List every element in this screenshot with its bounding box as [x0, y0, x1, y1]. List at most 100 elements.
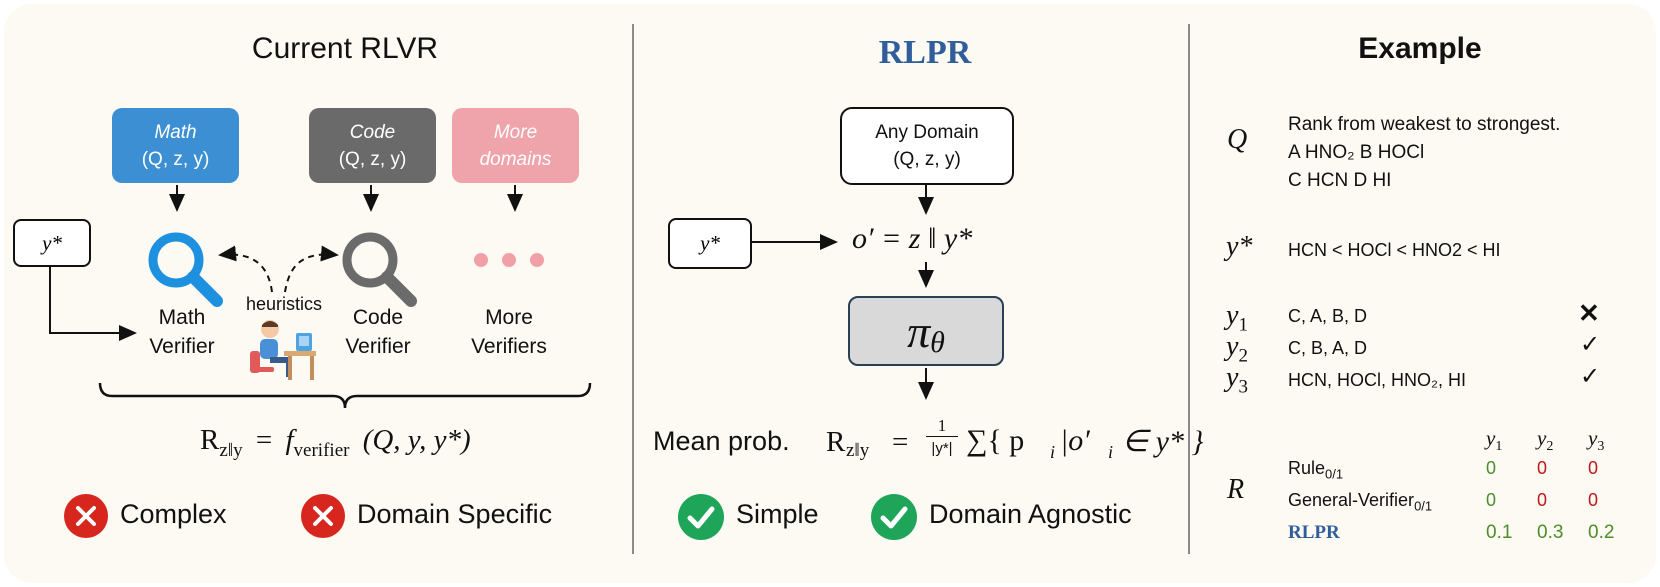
row-gv-sub: 0/1 — [1414, 498, 1433, 514]
y3-sub: 3 — [1238, 376, 1248, 398]
mid-formula-R-sub: z‖y — [846, 440, 870, 461]
rule-y3-value: 0 — [1588, 458, 1599, 478]
any-domain-box: Any Domain (Q, z, y) — [840, 107, 1014, 185]
more-ellipsis-icon — [474, 253, 544, 267]
gv-y2-value: 0 — [1537, 490, 1548, 510]
bottom-brace — [98, 382, 592, 409]
left-formula-R: R — [200, 424, 220, 456]
code-verifier-line1: Code — [352, 306, 404, 329]
col-head-y2: y2 — [1537, 426, 1553, 455]
right-title: Example — [1358, 32, 1482, 65]
mean-prob-label: Mean prob. — [653, 426, 790, 456]
heuristics-arrow-right — [284, 245, 339, 293]
complex-label: Complex — [120, 499, 227, 529]
ystar-symbol-right: y* — [1226, 231, 1253, 262]
mid-formula-sum: ∑{ p — [966, 424, 1025, 457]
row-rule-sub: 0/1 — [1325, 466, 1344, 482]
y1-cross-icon: ✕ — [1578, 298, 1600, 328]
question-line-3: C HCN D HI — [1288, 170, 1392, 191]
y2-answer: C, B, A, D — [1288, 338, 1368, 358]
mid-formula-numerator: 1 — [926, 416, 958, 437]
y1-sym: y — [1226, 300, 1239, 331]
code-box-sub: (Q, z, y) — [338, 148, 407, 170]
y3-sym: y — [1226, 362, 1239, 393]
heuristics-label: heuristics — [245, 294, 323, 314]
code-verifier-label: Code Verifier — [333, 303, 423, 361]
rule-y1-value: 0 — [1486, 458, 1497, 478]
math-box-sub: (Q, z, y) — [141, 148, 210, 170]
y2-sub: 2 — [1238, 345, 1248, 367]
divider-left — [632, 24, 634, 554]
mid-formula-o: |o′ — [1060, 424, 1090, 457]
ystar-box-left: y* — [13, 219, 91, 267]
gv-y3-value: 0 — [1588, 490, 1599, 510]
mid-formula-denominator: |y*| — [931, 440, 953, 457]
domain-specific-label: Domain Specific — [357, 499, 553, 529]
math-data-box: Math (Q, z, y) — [112, 108, 239, 183]
policy-theta: θ — [930, 326, 945, 359]
math-box-label: Math — [154, 121, 197, 143]
math-verifier-search-icon — [148, 232, 223, 307]
more-box-label: More — [493, 121, 538, 143]
left-formula-args: (Q, y, y*) — [362, 424, 471, 456]
simple-check-icon — [678, 494, 724, 540]
col-head-y3-n: 3 — [1597, 439, 1605, 455]
domain-specific-cross-icon — [301, 494, 345, 538]
question-line-2: A HNO₂ B HOCl — [1288, 142, 1425, 163]
left-reward-formula: Rz‖y = fverifier (Q, y, y*) — [200, 424, 471, 462]
complex-cross-icon — [64, 494, 108, 538]
row-rule-label: Rule0/1 — [1288, 458, 1343, 482]
y3-symbol: y3 — [1226, 362, 1248, 399]
left-title: Current RLVR — [251, 32, 439, 65]
domain-agnostic-check-icon — [871, 494, 917, 540]
mid-formula-in: ∈ y* } — [1122, 425, 1204, 458]
mid-formula-i: i — [1050, 442, 1056, 462]
any-domain-label: Any Domain — [875, 122, 979, 143]
mid-formula-eq: = — [892, 426, 909, 458]
row-rule-name: Rule — [1288, 458, 1326, 478]
y3-check-icon: ✓ — [1580, 363, 1601, 390]
simple-label: Simple — [736, 499, 819, 529]
y1-sub: 1 — [1238, 314, 1248, 336]
y2-check-icon: ✓ — [1580, 331, 1601, 358]
mid-formula-i2: i — [1108, 442, 1114, 462]
divider-right — [1188, 24, 1190, 554]
arrow-ystar-to-math-verifier — [49, 267, 137, 341]
math-verifier-line1: Math — [158, 306, 206, 329]
any-domain-sub: (Q, z, y) — [893, 149, 961, 170]
q-symbol: Q — [1227, 124, 1248, 155]
rlpr-y3-value: 0.2 — [1588, 522, 1615, 543]
ystar-label-middle: y* — [700, 231, 720, 255]
rule-y2-value: 0 — [1537, 458, 1548, 478]
y1-symbol: y1 — [1226, 300, 1248, 337]
left-formula-R-sub: z‖y — [219, 439, 243, 461]
heuristics-arrow-left — [218, 245, 273, 293]
ystar-label-left: y* — [42, 230, 62, 255]
question-line-1: Rank from weakest to strongest. — [1288, 114, 1561, 135]
code-verifier-search-icon — [342, 232, 417, 307]
left-formula-f-sub: verifier — [293, 439, 350, 461]
more-box-sub: domains — [479, 148, 552, 170]
col-head-y1-s: y — [1486, 426, 1496, 450]
left-formula-eq: = — [255, 424, 273, 456]
mid-formula-R: R — [826, 426, 846, 458]
code-data-box: Code (Q, z, y) — [309, 108, 436, 183]
col-head-y1: y1 — [1486, 426, 1502, 455]
row-general-verifier-label: General-Verifier0/1 — [1288, 490, 1432, 514]
person-at-desk-icon — [250, 320, 316, 380]
col-head-y3-s: y — [1588, 426, 1598, 450]
more-verifiers-line2: Verifiers — [471, 335, 547, 358]
figure-background — [4, 4, 1656, 583]
r-symbol: R — [1227, 474, 1245, 505]
more-domains-box: More domains — [452, 108, 579, 183]
y3-answer: HCN, HOCl, HNO₂, HI — [1288, 370, 1466, 390]
concat-expression: o′ = z ‖ y* — [852, 222, 973, 255]
code-verifier-line2: Verifier — [345, 335, 411, 358]
row-rlpr-label: RLPR — [1288, 522, 1340, 543]
more-verifiers-line1: More — [485, 306, 533, 329]
col-head-y1-n: 1 — [1495, 439, 1503, 455]
rlpr-y2-value: 0.3 — [1537, 522, 1564, 543]
code-box-label: Code — [349, 121, 396, 143]
middle-title: RLPR — [878, 34, 972, 71]
